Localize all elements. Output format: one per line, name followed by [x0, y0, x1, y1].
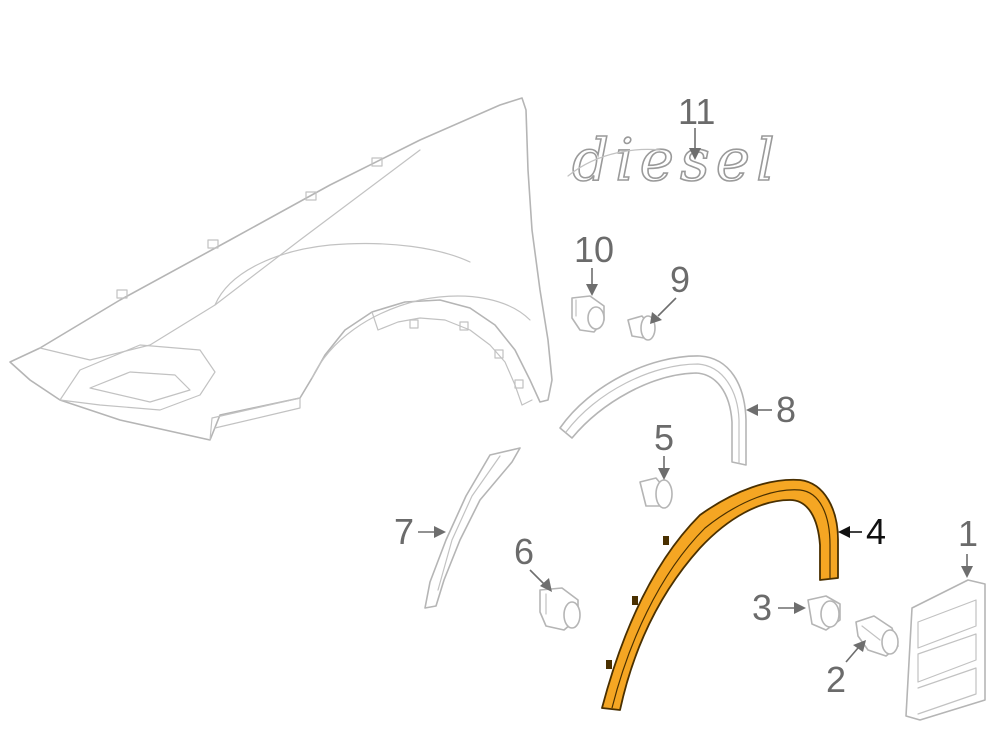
callout-7: 7 — [394, 511, 446, 552]
callout-label-4: 4 — [866, 511, 886, 552]
part-4-wheel-arch-flare — [601, 478, 839, 711]
diesel-emblem: diesel — [567, 125, 781, 195]
callout-label-2: 2 — [826, 659, 846, 700]
callout-3: 3 — [752, 587, 806, 628]
part-1-side-vent — [905, 579, 986, 721]
part-3-grommet — [807, 595, 841, 631]
callout-label-3: 3 — [752, 587, 772, 628]
part-9-push-pin — [627, 315, 656, 341]
callout-label-7: 7 — [394, 511, 414, 552]
callout-label-1: 1 — [958, 513, 978, 554]
flare-clip-tabs — [606, 536, 669, 669]
part-6-clip-nut — [539, 587, 581, 631]
callout-label-8: 8 — [776, 389, 796, 430]
emblem-lettering: diesel — [572, 126, 781, 194]
callout-9: 9 — [650, 259, 690, 324]
callout-label-5: 5 — [654, 417, 674, 458]
callout-11: 11 — [678, 91, 715, 160]
part-2-stud — [855, 615, 899, 657]
fender-mounting-tabs — [116, 157, 524, 389]
part-7-trim-strip — [424, 447, 521, 609]
part-5-push-pin — [639, 477, 673, 509]
callout-1: 1 — [958, 513, 978, 578]
callout-label-10: 10 — [574, 229, 614, 270]
callout-10: 10 — [574, 229, 614, 296]
part-8-arch-molding — [559, 355, 747, 466]
callout-label-11: 11 — [678, 91, 715, 132]
fender-panel — [9, 97, 553, 441]
callout-label-6: 6 — [514, 531, 534, 572]
callout-2: 2 — [826, 640, 866, 700]
callout-label-9: 9 — [670, 259, 690, 300]
callout-5: 5 — [654, 417, 674, 480]
callout-4: 4 — [838, 511, 886, 552]
callout-8: 8 — [746, 389, 796, 430]
part-10-grommet — [571, 295, 605, 333]
callout-6: 6 — [514, 531, 552, 592]
